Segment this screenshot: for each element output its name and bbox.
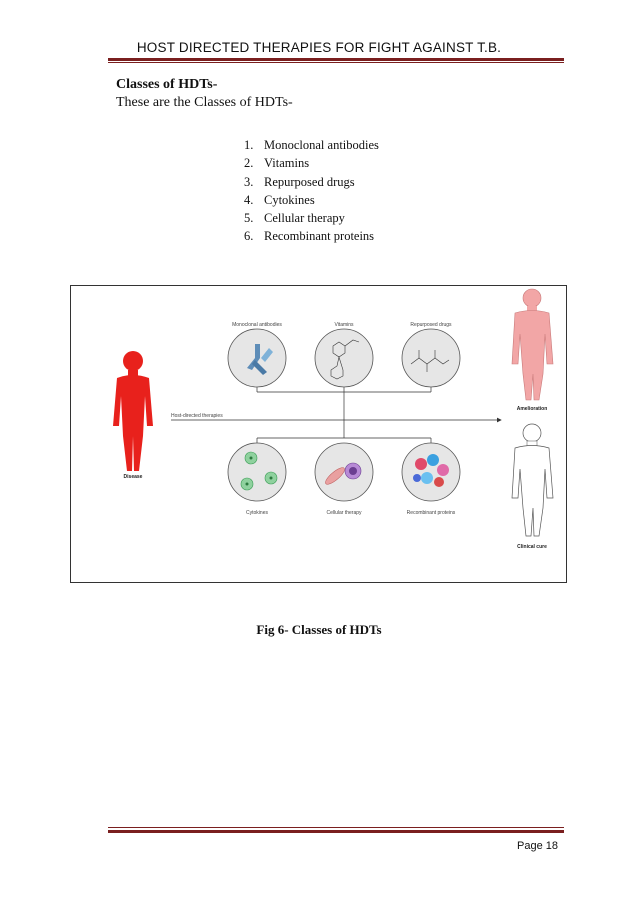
arrow-label: Host-directed therapies xyxy=(171,413,223,419)
list-item: 1.Monoclonal antibodies xyxy=(244,138,379,152)
drug-structure-icon xyxy=(410,350,450,372)
repurposed-drugs-circle xyxy=(401,328,461,388)
label-cytokines: Cytokines xyxy=(246,510,268,516)
cytokine-icon xyxy=(240,451,278,491)
footer-rule-thin xyxy=(108,827,564,828)
molecule-icon xyxy=(330,339,360,380)
amelioration-figure xyxy=(511,288,554,401)
label-repurposed-drugs: Repurposed drugs xyxy=(410,322,452,328)
list-item: 5.Cellular therapy xyxy=(244,211,345,226)
cell-icon xyxy=(325,462,362,485)
label-cellular-therapy: Cellular therapy xyxy=(326,510,362,516)
disease-figure xyxy=(113,351,153,471)
protein-icon xyxy=(413,454,449,487)
vitamins-circle xyxy=(314,328,374,388)
clinical-cure-figure xyxy=(511,423,554,537)
clinical-cure-label: Clinical cure xyxy=(517,544,547,550)
recombinant-proteins-circle xyxy=(401,442,461,502)
list-item: 4.Cytokines xyxy=(244,192,315,207)
label-vitamins: Vitamins xyxy=(334,322,354,328)
hdt-diagram: Disease Amelioration Clinical cure Host-… xyxy=(113,288,554,550)
intro-text: These are the Classes of HDTs- xyxy=(116,95,293,110)
header-rule-thin xyxy=(108,62,564,63)
disease-label: Disease xyxy=(124,474,143,480)
cytokines-circle xyxy=(227,442,287,502)
figure-caption: Fig 6- Classes of HDTs xyxy=(256,622,382,637)
section-heading: Classes of HDTs- xyxy=(116,77,218,92)
footer-rule xyxy=(108,830,564,833)
label-recombinant-proteins: Recombinant proteins xyxy=(407,510,456,516)
list-item: 2.Vitamins xyxy=(244,156,310,171)
hdt-class-list: 1.Monoclonal antibodies 2.Vitamins 3.Rep… xyxy=(244,136,379,246)
antibody-icon xyxy=(247,344,273,375)
list-item: 6.Recombinant proteins xyxy=(244,229,375,244)
label-monoclonal-antibodies: Monoclonal antibodies xyxy=(232,322,282,328)
amelioration-label: Amelioration xyxy=(517,406,548,412)
list-item: 3.Repurposed drugs xyxy=(244,174,355,189)
hdt-figure: Disease Amelioration Clinical cure Host-… xyxy=(70,285,567,583)
page-number: Page 18 xyxy=(517,840,558,852)
running-header: HOST DIRECTED THERAPIES FOR FIGHT AGAINS… xyxy=(136,40,502,55)
header-rule xyxy=(108,58,564,61)
